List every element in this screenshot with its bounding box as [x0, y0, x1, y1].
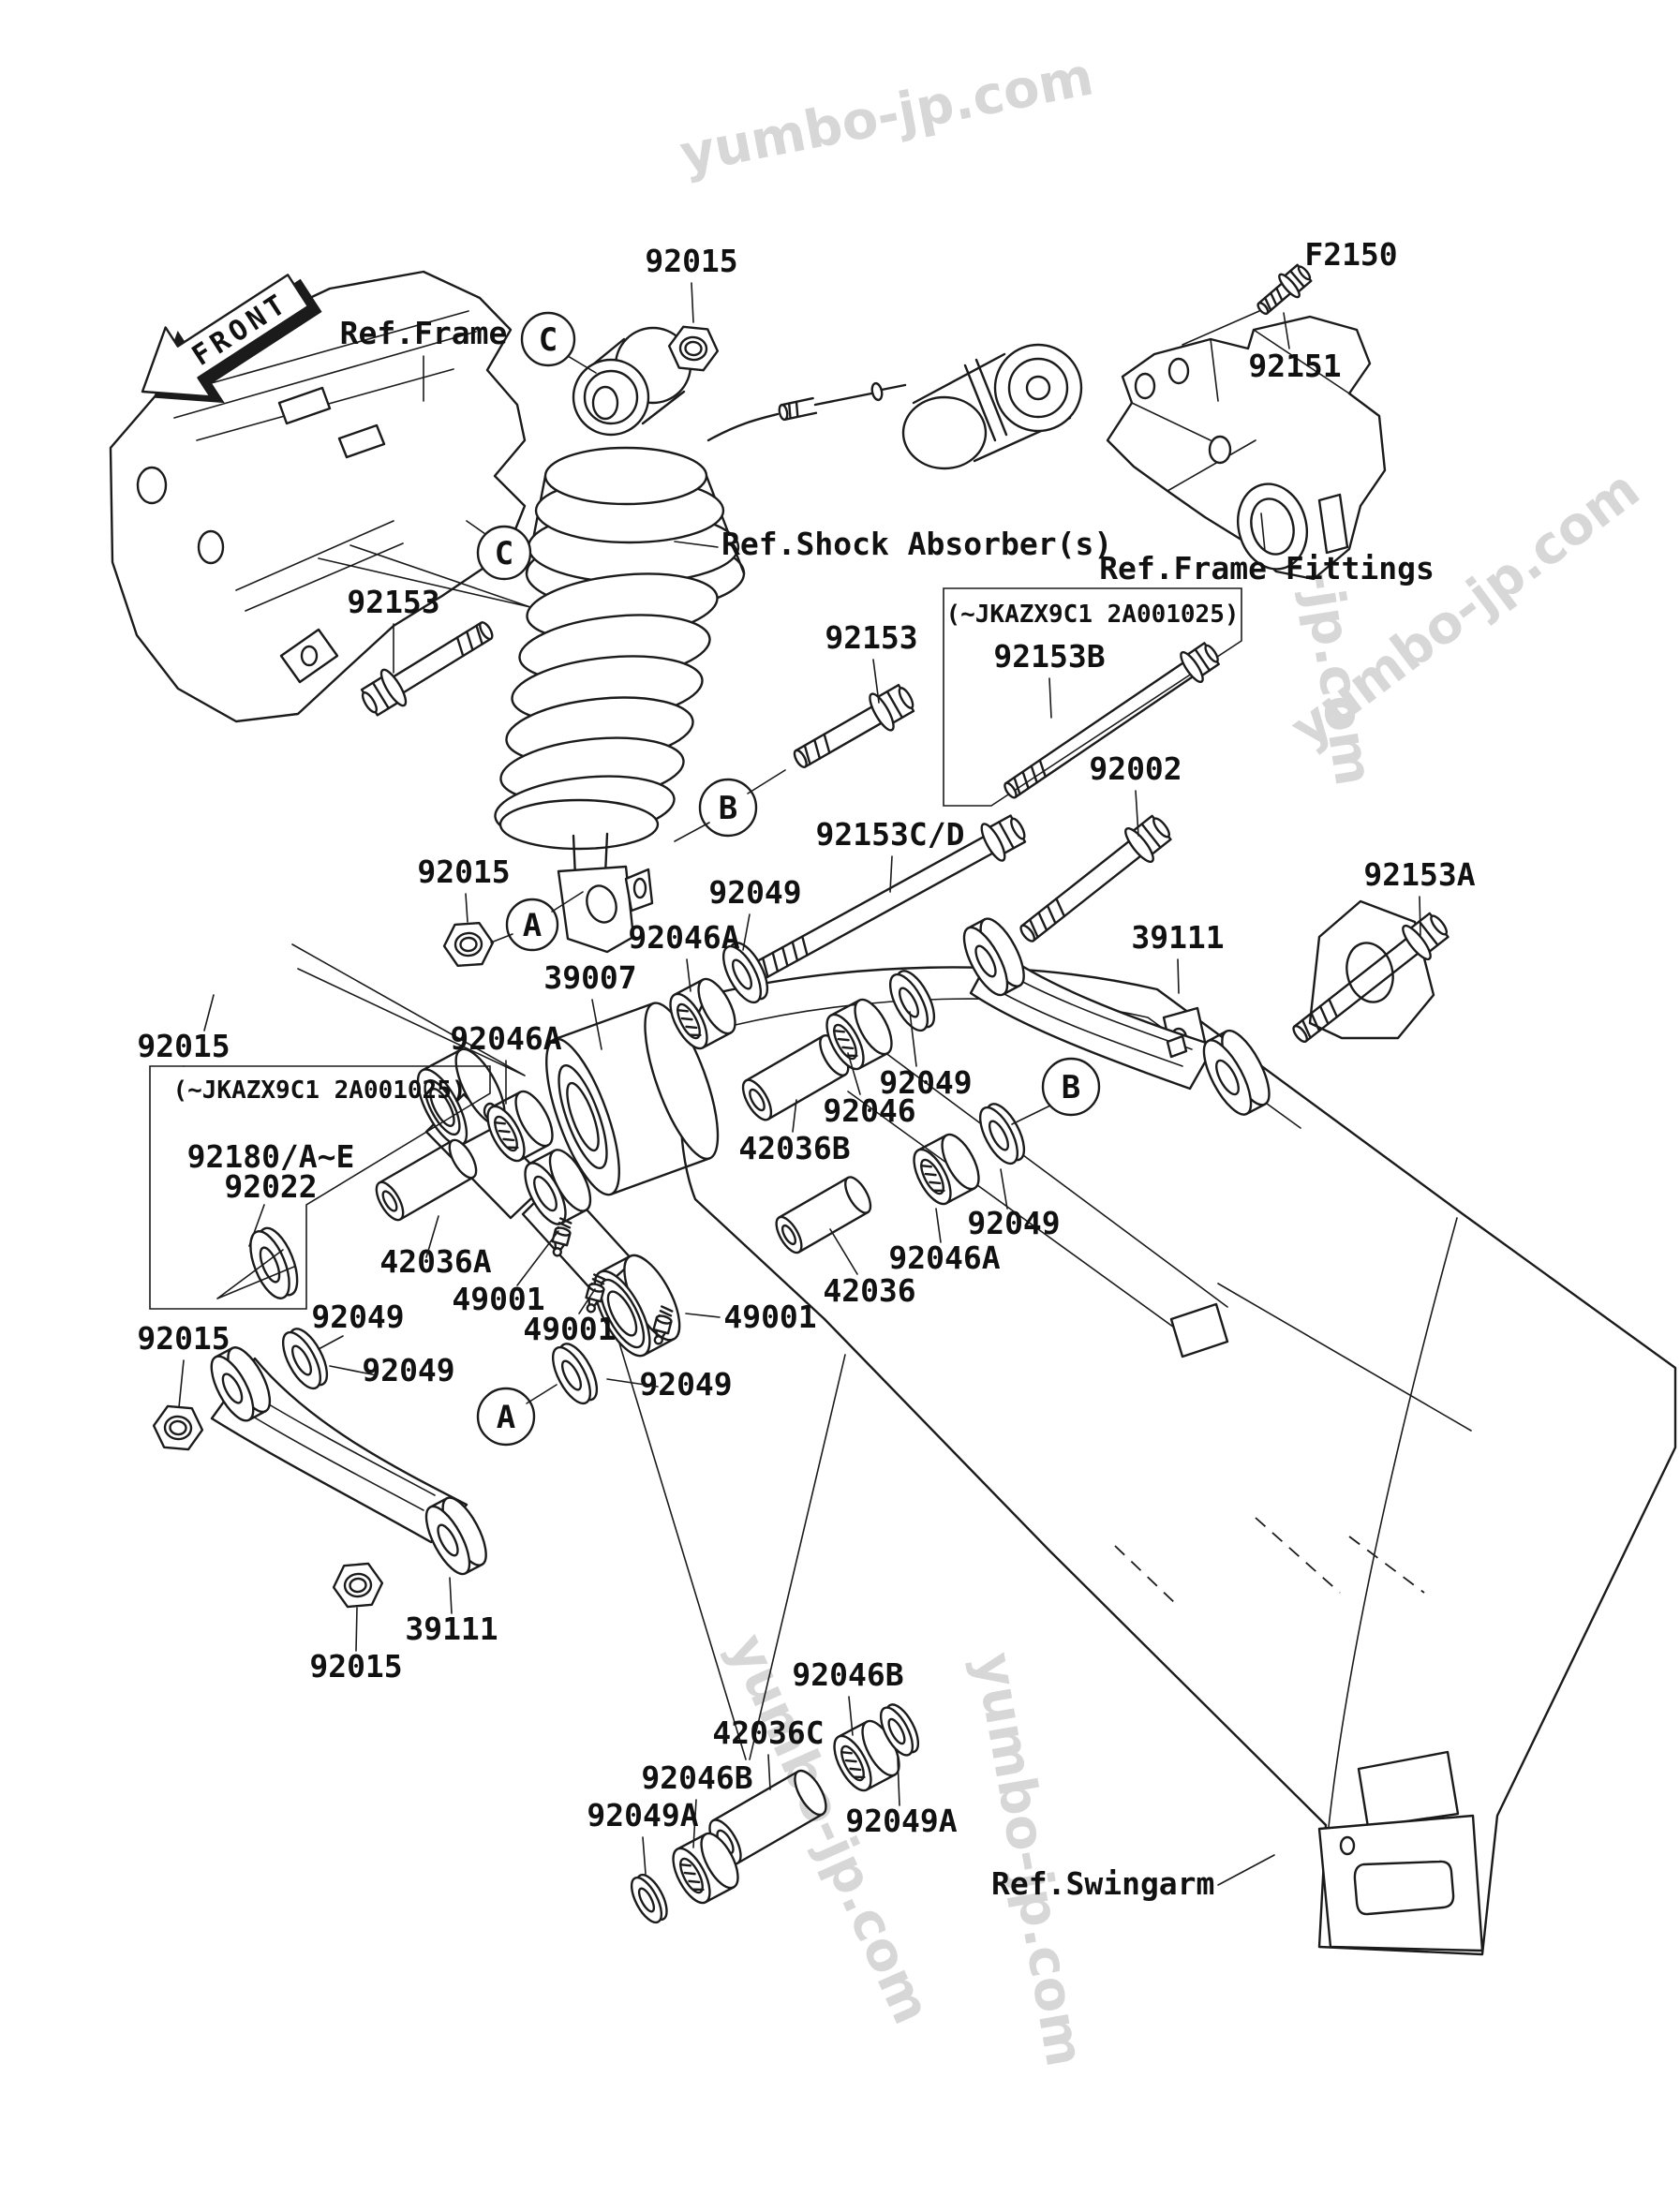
- callout-b1: B: [719, 790, 737, 827]
- washer-92049: [543, 1337, 606, 1410]
- part-label-92180: 92180/A~E: [187, 1138, 355, 1175]
- part-label-92049-right1: 92049: [879, 1064, 972, 1101]
- part-label-92022: 92022: [224, 1168, 317, 1205]
- part-label-92049-br: 92049: [639, 1366, 732, 1403]
- part-label-49001-3: 49001: [723, 1299, 816, 1335]
- frame-drawing: [111, 272, 525, 721]
- sleeve-42036a: [370, 1135, 483, 1225]
- part-label-92153cd: 92153C/D: [816, 816, 965, 853]
- part-label-92153-center: 92153: [825, 619, 917, 656]
- part-label-92049a-right: 92049A: [845, 1803, 957, 1839]
- part-label-92015-bl: 92015: [137, 1320, 230, 1357]
- part-label-92153-left: 92153: [347, 584, 439, 620]
- part-label-92049-bl1: 92049: [311, 1299, 404, 1335]
- part-label-49001-2: 49001: [523, 1311, 616, 1347]
- swingarm-drawing: [531, 901, 1675, 1954]
- callout-b2: B: [1062, 1069, 1080, 1106]
- pointer-wedges: [292, 545, 530, 1076]
- callout-c1: C: [539, 321, 558, 359]
- part-label-92015-bottom: 92015: [309, 1648, 402, 1685]
- part-label-92049-center: 92049: [708, 874, 801, 911]
- part-label-92151: 92151: [1248, 348, 1341, 384]
- part-label-92046: 92046: [823, 1092, 915, 1129]
- part-label-49001-1: 49001: [452, 1281, 544, 1317]
- part-label-92015-top: 92015: [645, 243, 737, 279]
- shock-absorber-drawing: [492, 328, 1081, 952]
- bolt-92151: [1251, 259, 1317, 321]
- part-label-39111-right: 39111: [1131, 919, 1224, 956]
- frame-fittings-bracket-drawing: [1108, 311, 1385, 579]
- vin-box-top-right: [944, 588, 1241, 806]
- callout-a2: A: [497, 1399, 515, 1436]
- ref-label-frame-fittings: Ref.Frame Fittings: [1099, 550, 1435, 586]
- part-label-42036a: 42036A: [379, 1243, 491, 1280]
- part-label-92046b-top: 92046B: [792, 1656, 903, 1693]
- part-label-92153a: 92153A: [1363, 856, 1475, 893]
- part-label-92049-bl2: 92049: [362, 1352, 454, 1388]
- part-label-42036: 42036: [823, 1272, 915, 1309]
- tie-rod-39111-left-drawing: [203, 1342, 495, 1580]
- callout-circles: C C B B A A: [467, 313, 1099, 1445]
- watermark-text: yumbo-jp.com: [962, 1648, 1095, 2071]
- vin-note-bottom: (~JKAZX9C1 2A001025): [172, 1076, 466, 1105]
- bolt-92153-left: [353, 611, 500, 724]
- part-label-92046b-left: 92046B: [641, 1759, 752, 1796]
- tie-rod-39111-right-drawing: [956, 913, 1278, 1121]
- vin-note-top: (~JKAZX9C1 2A001025): [945, 601, 1239, 629]
- nut-92015-bottom: [330, 1561, 386, 1610]
- part-label-92002: 92002: [1089, 750, 1182, 787]
- part-label-92049-right2: 92049: [967, 1205, 1060, 1241]
- callout-c2: C: [495, 535, 513, 572]
- bolt-92002: [1012, 808, 1179, 952]
- part-label-92049a-left: 92049A: [587, 1797, 698, 1833]
- washer-92049a: [624, 1869, 674, 1928]
- part-labels: F2150 92015 92151 Ref.Frame Ref.Shock Ab…: [137, 236, 1475, 1902]
- part-label-39111-bottom: 39111: [405, 1611, 498, 1647]
- vin-box-bottom-left: [150, 1066, 490, 1309]
- part-label-42036b: 42036B: [738, 1130, 850, 1166]
- stud-92153b: [998, 636, 1226, 807]
- part-label-92015-mid: 92015: [417, 854, 510, 890]
- part-label-92046a-right: 92046A: [888, 1240, 1000, 1276]
- nut-92015-mid: [441, 921, 496, 968]
- part-label-92046a-center: 92046A: [628, 919, 739, 956]
- part-label-92046a-left: 92046A: [450, 1020, 561, 1057]
- bolt-92153-center: [786, 676, 922, 779]
- ref-label-shock-absorber: Ref.Shock Absorber(s): [721, 526, 1112, 562]
- part-label-39007: 39007: [543, 959, 636, 996]
- nut-92015-bottom-left: [150, 1403, 206, 1452]
- ref-label-swingarm: Ref.Swingarm: [991, 1865, 1214, 1902]
- bolt-92153a: [1285, 905, 1456, 1052]
- callout-a1: A: [523, 907, 542, 944]
- washer-92022-pointers: [217, 1205, 294, 1299]
- washer-92022: [241, 1221, 307, 1305]
- part-label-92015-box: 92015: [137, 1028, 230, 1064]
- watermark-text: yumbo-jp.com: [676, 46, 1098, 186]
- part-label-42036c: 42036C: [712, 1715, 824, 1751]
- part-label-92153b: 92153B: [993, 638, 1105, 675]
- ref-label-frame: Ref.Frame: [340, 315, 508, 351]
- diagram-code-label: F2150: [1304, 236, 1397, 273]
